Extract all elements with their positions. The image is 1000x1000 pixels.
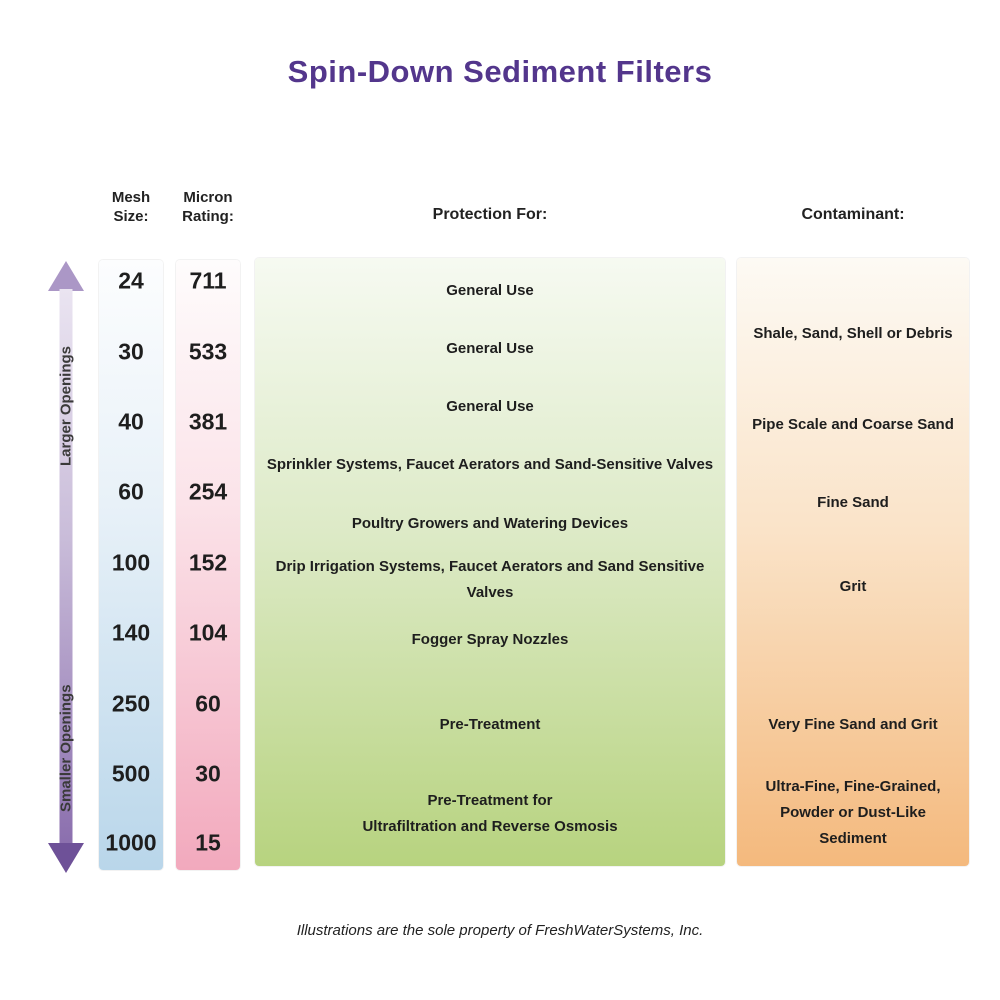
mesh-size-value: 100 <box>111 549 151 576</box>
mesh-size-value: 500 <box>111 760 151 787</box>
arrow-down-icon <box>48 843 84 873</box>
contaminant-item: Pipe Scale and Coarse Sand <box>752 416 954 433</box>
page-title: Spin-Down Sediment Filters <box>287 54 713 89</box>
protection-column: General Use General Use General Use Spri… <box>255 258 725 866</box>
contaminant-item: Ultra-Fine, Fine-Grained, Powder or Dust… <box>765 778 941 847</box>
contaminant-header: Contaminant: <box>801 206 905 223</box>
micron-rating-value: 60 <box>195 690 221 717</box>
micron-rating-value: 104 <box>188 619 228 646</box>
micron-rating-value: 30 <box>195 760 221 787</box>
arrow-shaft <box>59 289 73 845</box>
contaminant-item: Fine Sand <box>817 494 889 511</box>
contaminant-item: Very Fine Sand and Grit <box>768 716 938 733</box>
mesh-size-value: 140 <box>111 619 151 646</box>
smaller-openings-label: Smaller Openings <box>57 684 75 812</box>
protection-item: Pre-Treatment <box>439 716 541 733</box>
mesh-size-value: 40 <box>118 408 144 435</box>
protection-item: Poultry Growers and Watering Devices <box>351 515 629 532</box>
openings-arrow: Larger Openings Smaller Openings <box>47 261 85 873</box>
micron-rating-value: 533 <box>188 338 228 365</box>
contaminant-item: Grit <box>839 578 867 595</box>
protection-item: Pre-Treatment for Ultrafiltration and Re… <box>362 792 618 835</box>
arrow-up-icon <box>48 261 84 291</box>
mesh-size-value: 24 <box>118 267 144 294</box>
micron-rating-column: 711 533 381 254 152 104 60 30 15 <box>176 260 240 870</box>
contaminant-column: Shale, Sand, Shell or Debris Pipe Scale … <box>737 258 969 866</box>
mesh-size-value: 1000 <box>105 829 157 856</box>
protection-item: General Use <box>446 340 534 357</box>
protection-for-header: Protection For: <box>432 206 548 223</box>
mesh-size-value: 250 <box>111 690 151 717</box>
protection-item: General Use <box>446 398 534 415</box>
protection-item: Drip Irrigation Systems, Faucet Aerators… <box>275 558 705 601</box>
protection-item: General Use <box>446 282 534 299</box>
mesh-size-value: 60 <box>118 478 144 505</box>
mesh-size-column: 24 30 40 60 100 140 250 500 1000 <box>99 260 163 870</box>
micron-rating-value: 711 <box>189 267 227 294</box>
micron-rating-value: 15 <box>195 829 221 856</box>
micron-rating-value: 381 <box>188 408 228 435</box>
micron-rating-value: 254 <box>188 478 228 505</box>
micron-rating-header: Micron Rating: <box>182 189 234 225</box>
protection-item: Fogger Spray Nozzles <box>411 631 569 648</box>
contaminant-item: Shale, Sand, Shell or Debris <box>753 325 953 342</box>
mesh-size-value: 30 <box>118 338 144 365</box>
protection-item: Sprinkler Systems, Faucet Aerators and S… <box>266 456 714 473</box>
copyright-note: Illustrations are the sole property of F… <box>296 922 704 939</box>
larger-openings-label: Larger Openings <box>57 345 75 466</box>
mesh-size-header: Mesh Size: <box>111 189 151 225</box>
micron-rating-value: 152 <box>188 549 228 576</box>
